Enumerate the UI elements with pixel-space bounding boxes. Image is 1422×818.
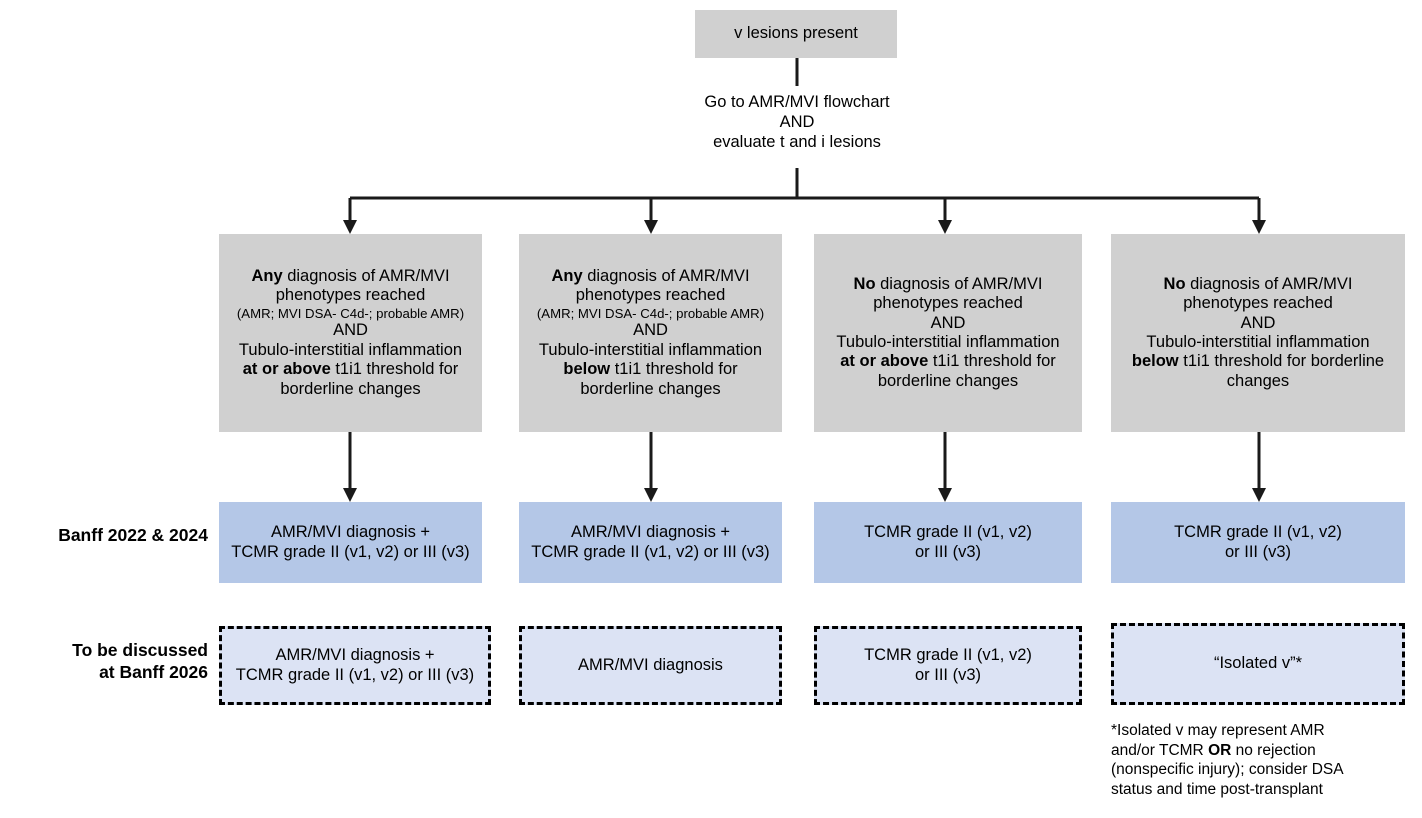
banff-future-box-2[interactable]: AMR/MVI diagnosis (519, 626, 782, 705)
banff-current-box-2-line-2: TCMR grade II (v1, v2) or III (v3) (531, 542, 770, 561)
node-v-lesions-present[interactable]: v lesions present (695, 10, 897, 58)
criteria-box-3-line-1: No diagnosis of AMR/MVI (854, 275, 1043, 294)
criteria-box-3-line-6: at or above t1i1 threshold for (840, 352, 1056, 371)
criteria-box-1-line-6-rest: t1i1 threshold for (330, 360, 459, 379)
instruction-line-3: evaluate t and i lesions (713, 133, 881, 152)
criteria-box-1-line-3: (AMR; MVI DSA- C4d-; probable AMR) (236, 305, 465, 321)
instruction-line-2: AND (779, 113, 815, 132)
criteria-box-4-line-6: below t1i1 threshold for borderline (1132, 352, 1384, 371)
arrowhead-blue-3 (938, 488, 952, 502)
criteria-box-1-line-1-rest: diagnosis of AMR/MVI (282, 266, 450, 285)
arrowhead-blue-2 (644, 488, 658, 502)
criteria-box-3-line-5: Tubulo-interstitial inflammation (836, 333, 1060, 351)
banff-current-box-1-line-2: TCMR grade II (v1, v2) or III (v3) (231, 542, 470, 561)
footnote-isolated-v: *Isolated v may represent AMR and/or TCM… (1111, 721, 1421, 799)
arrowhead-drop-2 (644, 220, 658, 234)
banff-future-box-1[interactable]: AMR/MVI diagnosis + TCMR grade II (v1, v… (219, 626, 491, 705)
criteria-box-1-line-4: AND (333, 321, 368, 340)
banff-future-box-3-line-2: or III (v3) (914, 665, 981, 684)
criteria-box-1-line-6-bold: at or above (242, 360, 331, 379)
criteria-box-3-line-1-bold: No (853, 274, 876, 293)
criteria-box-1-line-6: at or above t1i1 threshold for (243, 360, 459, 379)
criteria-box-2-line-7: borderline changes (580, 379, 721, 398)
banff-current-box-3-line-2: or III (v3) (914, 542, 981, 561)
criteria-box-4-line-1: No diagnosis of AMR/MVI (1164, 275, 1353, 294)
banff-current-box-3[interactable]: TCMR grade II (v1, v2) or III (v3) (814, 502, 1082, 583)
footnote-line-2-pre: and/or TCMR (1111, 741, 1209, 759)
footnote-line-4: status and time post-transplant (1111, 780, 1323, 798)
arrowhead-blue-1 (343, 488, 357, 502)
banff-current-box-1-line-1: AMR/MVI diagnosis + (270, 523, 431, 542)
banff-future-box-3[interactable]: TCMR grade II (v1, v2) or III (v3) (814, 626, 1082, 705)
footnote-line-2-post: no rejection (1231, 741, 1316, 759)
criteria-box-2-line-1: Any diagnosis of AMR/MVI (551, 267, 749, 286)
criteria-box-3-line-2: phenotypes reached (873, 294, 1023, 313)
criteria-box-1-line-5: Tubulo-interstitial inflammation (238, 340, 463, 359)
criteria-box-2-line-6: below t1i1 threshold for (563, 360, 737, 379)
criteria-box-4-line-1-bold: No (1163, 274, 1186, 293)
arrowhead-drop-4 (1252, 220, 1266, 234)
row-label-banff-future-line-1: To be discussed (72, 640, 208, 660)
row-label-banff-future-line-2: at Banff 2026 (99, 661, 208, 682)
criteria-box-2-line-1-rest: diagnosis of AMR/MVI (582, 266, 750, 285)
banff-current-box-3-line-1: TCMR grade II (v1, v2) (864, 523, 1032, 542)
criteria-box-1-line-2: phenotypes reached (275, 286, 426, 305)
criteria-box-3-line-7: borderline changes (877, 371, 1019, 390)
criteria-box-4-line-1-rest: diagnosis of AMR/MVI (1185, 274, 1353, 293)
banff-future-box-2-line-1: AMR/MVI diagnosis (578, 655, 723, 674)
footnote-line-2: and/or TCMR OR no rejection (1111, 741, 1421, 761)
criteria-box-4-line-7: changes (1226, 371, 1290, 390)
criteria-box-4[interactable]: No diagnosis of AMR/MVI phenotypes reach… (1111, 234, 1405, 432)
criteria-box-4-line-2: phenotypes reached (1183, 294, 1333, 313)
arrowhead-blue-4 (1252, 488, 1266, 502)
banff-future-box-1-line-1: AMR/MVI diagnosis + (275, 646, 435, 665)
row-label-banff-2026: To be discussed at Banff 2026 (10, 640, 208, 684)
footnote-line-1: *Isolated v may represent AMR (1111, 722, 1325, 739)
criteria-box-2-line-1-bold: Any (551, 266, 583, 285)
banff-future-box-4[interactable]: “Isolated v”* (1111, 623, 1405, 705)
criteria-box-2-line-4: AND (633, 321, 668, 340)
criteria-box-1-line-7: borderline changes (280, 379, 421, 398)
banff-current-box-2[interactable]: AMR/MVI diagnosis + TCMR grade II (v1, v… (519, 502, 782, 583)
criteria-box-2-line-3: (AMR; MVI DSA- C4d-; probable AMR) (536, 305, 765, 321)
criteria-box-2-line-5: Tubulo-interstitial inflammation (538, 340, 763, 359)
banff-future-box-4-line-1: “Isolated v”* (1213, 654, 1303, 673)
criteria-box-1-line-1-bold: Any (251, 266, 283, 285)
arrowhead-drop-3 (938, 220, 952, 234)
criteria-box-4-line-4: AND (1240, 313, 1276, 332)
node-v-lesions-present-label: v lesions present (734, 24, 858, 43)
instruction-line-1: Go to AMR/MVI flowchart (704, 93, 890, 111)
criteria-box-2-line-6-bold: below (563, 360, 611, 379)
banff-future-box-1-line-2: TCMR grade II (v1, v2) or III (v3) (235, 665, 475, 684)
banff-current-box-4-line-1: TCMR grade II (v1, v2) (1174, 523, 1342, 542)
banff-current-box-2-line-1: AMR/MVI diagnosis + (570, 523, 731, 542)
banff-current-box-4[interactable]: TCMR grade II (v1, v2) or III (v3) (1111, 502, 1405, 583)
footnote-line-3: (nonspecific injury); consider DSA (1111, 761, 1344, 779)
instruction-text: Go to AMR/MVI flowchart AND evaluate t a… (647, 92, 947, 152)
banff-current-box-1[interactable]: AMR/MVI diagnosis + TCMR grade II (v1, v… (219, 502, 482, 583)
row-label-banff-current-text: Banff 2022 & 2024 (58, 525, 208, 545)
criteria-box-3-line-1-rest: diagnosis of AMR/MVI (875, 274, 1043, 293)
criteria-box-3-line-4: AND (930, 313, 966, 332)
criteria-box-4-line-6-bold: below (1131, 352, 1179, 371)
criteria-box-4-line-6-rest: t1i1 threshold for borderline (1178, 352, 1385, 371)
criteria-box-3[interactable]: No diagnosis of AMR/MVI phenotypes reach… (814, 234, 1082, 432)
criteria-box-3-line-6-rest: t1i1 threshold for (928, 352, 1056, 371)
arrowhead-drop-1 (343, 220, 357, 234)
footnote-line-2-bold: OR (1208, 741, 1232, 759)
banff-current-box-4-line-2: or III (v3) (1224, 542, 1291, 561)
banff-future-box-3-line-1: TCMR grade II (v1, v2) (864, 646, 1032, 665)
criteria-box-4-line-5: Tubulo-interstitial inflammation (1146, 333, 1370, 351)
row-label-banff-2022-2024: Banff 2022 & 2024 (10, 525, 208, 547)
criteria-box-2-line-2: phenotypes reached (575, 286, 726, 305)
criteria-box-2[interactable]: Any diagnosis of AMR/MVI phenotypes reac… (519, 234, 782, 432)
criteria-box-2-line-6-rest: t1i1 threshold for (610, 360, 738, 379)
criteria-box-1-line-1: Any diagnosis of AMR/MVI (251, 267, 449, 286)
criteria-box-3-line-6-bold: at or above (840, 352, 929, 371)
criteria-box-1[interactable]: Any diagnosis of AMR/MVI phenotypes reac… (219, 234, 482, 432)
